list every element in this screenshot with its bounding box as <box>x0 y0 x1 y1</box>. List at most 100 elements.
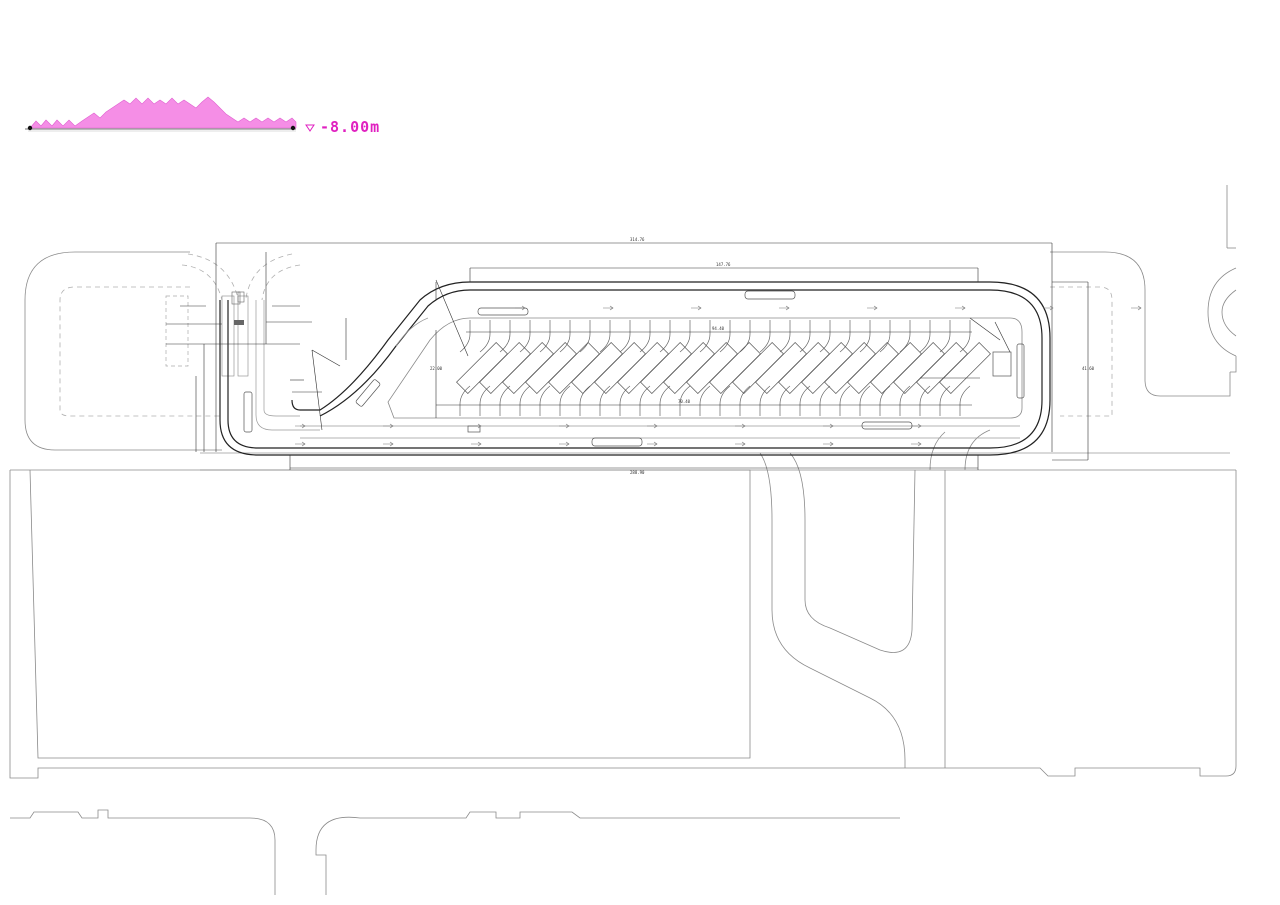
dim-bottom-row: 70.40 <box>678 399 691 404</box>
parking-slot-line <box>959 320 971 353</box>
parking-slot-line <box>859 385 871 416</box>
parking-slot-line <box>939 385 951 416</box>
parking-slot-line <box>919 320 931 353</box>
parking-slot-line <box>499 385 511 416</box>
parking-slot-line <box>959 385 971 416</box>
parking-slot-line <box>559 320 571 353</box>
parking-slot-line <box>619 385 631 416</box>
aisle-vehicles <box>243 290 1025 447</box>
direction-arrow-icon <box>471 423 482 429</box>
parking-slot-line <box>779 320 791 353</box>
parking-slot-line <box>539 320 551 353</box>
direction-arrow-icon <box>515 305 526 311</box>
parking-slot-line <box>719 385 731 416</box>
parking-slot-line <box>459 320 471 353</box>
parking-slot-line <box>939 320 951 353</box>
parking-slot-line <box>739 320 751 353</box>
parking-slot-line <box>819 385 831 416</box>
vehicle <box>847 342 899 394</box>
vehicle <box>824 342 876 394</box>
vehicle <box>617 342 669 394</box>
parking-slot-line <box>759 320 771 353</box>
parking-slot-line <box>479 320 491 353</box>
parking-slot-line <box>759 385 771 416</box>
direction-arrow-icon <box>1131 305 1142 311</box>
direction-arrow-icon <box>383 423 394 429</box>
direction-arrow-icon <box>471 441 482 447</box>
vehicle <box>479 342 531 394</box>
direction-arrow-icon <box>603 305 614 311</box>
parking-slot-line <box>659 385 671 416</box>
vehicle <box>755 342 807 394</box>
parking-slot-line <box>679 320 691 353</box>
vehicle <box>893 342 945 394</box>
parking-slot-line <box>579 385 591 416</box>
parking-slot-line <box>739 385 751 416</box>
dim-top-overall: 314.76 <box>630 237 645 242</box>
parking-slot-line <box>599 320 611 353</box>
direction-arrow-icon <box>735 423 746 429</box>
direction-arrow-icon <box>867 305 878 311</box>
direction-arrow-icon <box>911 423 922 429</box>
parking-slot-line <box>839 320 851 353</box>
dimension-lines: 314.76 147.76 94.40 70.40 288.90 41.60 2… <box>166 237 1095 475</box>
ramp-loop <box>219 281 1051 456</box>
vehicle <box>502 342 554 394</box>
parking-slot-line <box>639 320 651 353</box>
dim-bottom-overall: 288.90 <box>630 470 645 475</box>
parking-slot-line <box>519 385 531 416</box>
dim-right-height: 41.60 <box>1082 366 1095 371</box>
vehicle <box>663 342 715 394</box>
parking-slot-line <box>919 385 931 416</box>
parking-slot-line <box>819 320 831 353</box>
direction-arrow-icon <box>295 423 306 429</box>
parking-slot-line <box>579 320 591 353</box>
parking-slot-line <box>699 320 711 353</box>
parking-slot-line <box>719 320 731 353</box>
direction-arrow-icon <box>779 305 790 311</box>
parking-slot-line <box>799 320 811 353</box>
direction-arrows <box>295 305 1142 447</box>
entrance-turning-arcs <box>165 253 301 377</box>
dim-inner-row: 94.40 <box>712 326 725 331</box>
level-label: -8.00m <box>320 118 380 136</box>
dim-top-inner: 147.76 <box>716 262 731 267</box>
parking-slot-line <box>779 385 791 416</box>
parking-slot-line <box>679 385 691 416</box>
vehicle <box>732 342 784 394</box>
direction-arrow-icon <box>823 423 834 429</box>
vehicle <box>709 342 761 394</box>
direction-arrow-icon <box>295 441 306 447</box>
parking-slot-line <box>539 385 551 416</box>
direction-arrow-icon <box>955 305 966 311</box>
parking-slot-line <box>619 320 631 353</box>
parked-vehicles <box>456 342 991 394</box>
parking-slot-line <box>839 385 851 416</box>
direction-arrow-icon <box>383 441 394 447</box>
site-boundary <box>9 185 1237 895</box>
direction-arrow-icon <box>647 441 658 447</box>
parking-slot-line <box>699 385 711 416</box>
vehicle <box>571 342 623 394</box>
parking-slot-line <box>799 385 811 416</box>
direction-arrow-icon <box>1043 305 1054 311</box>
parking-slot-line <box>879 320 891 353</box>
parking-slot-line <box>479 385 491 416</box>
parking-slot-line <box>659 320 671 353</box>
direction-arrow-icon <box>911 441 922 447</box>
parking-slot-line <box>859 320 871 353</box>
parking-slot-line <box>559 385 571 416</box>
vehicle <box>939 342 991 394</box>
vehicle <box>525 342 577 394</box>
vehicle <box>640 342 692 394</box>
direction-arrow-icon <box>691 305 702 311</box>
parking-slot-line <box>459 385 471 416</box>
parking-slot-line <box>519 320 531 353</box>
dim-mid-height: 22.00 <box>430 366 443 371</box>
parking-slot-line <box>599 385 611 416</box>
parking-slot-line <box>899 385 911 416</box>
vehicle <box>548 342 600 394</box>
elevation-profile: -8.00m <box>25 96 380 136</box>
direction-arrow-icon <box>647 423 658 429</box>
